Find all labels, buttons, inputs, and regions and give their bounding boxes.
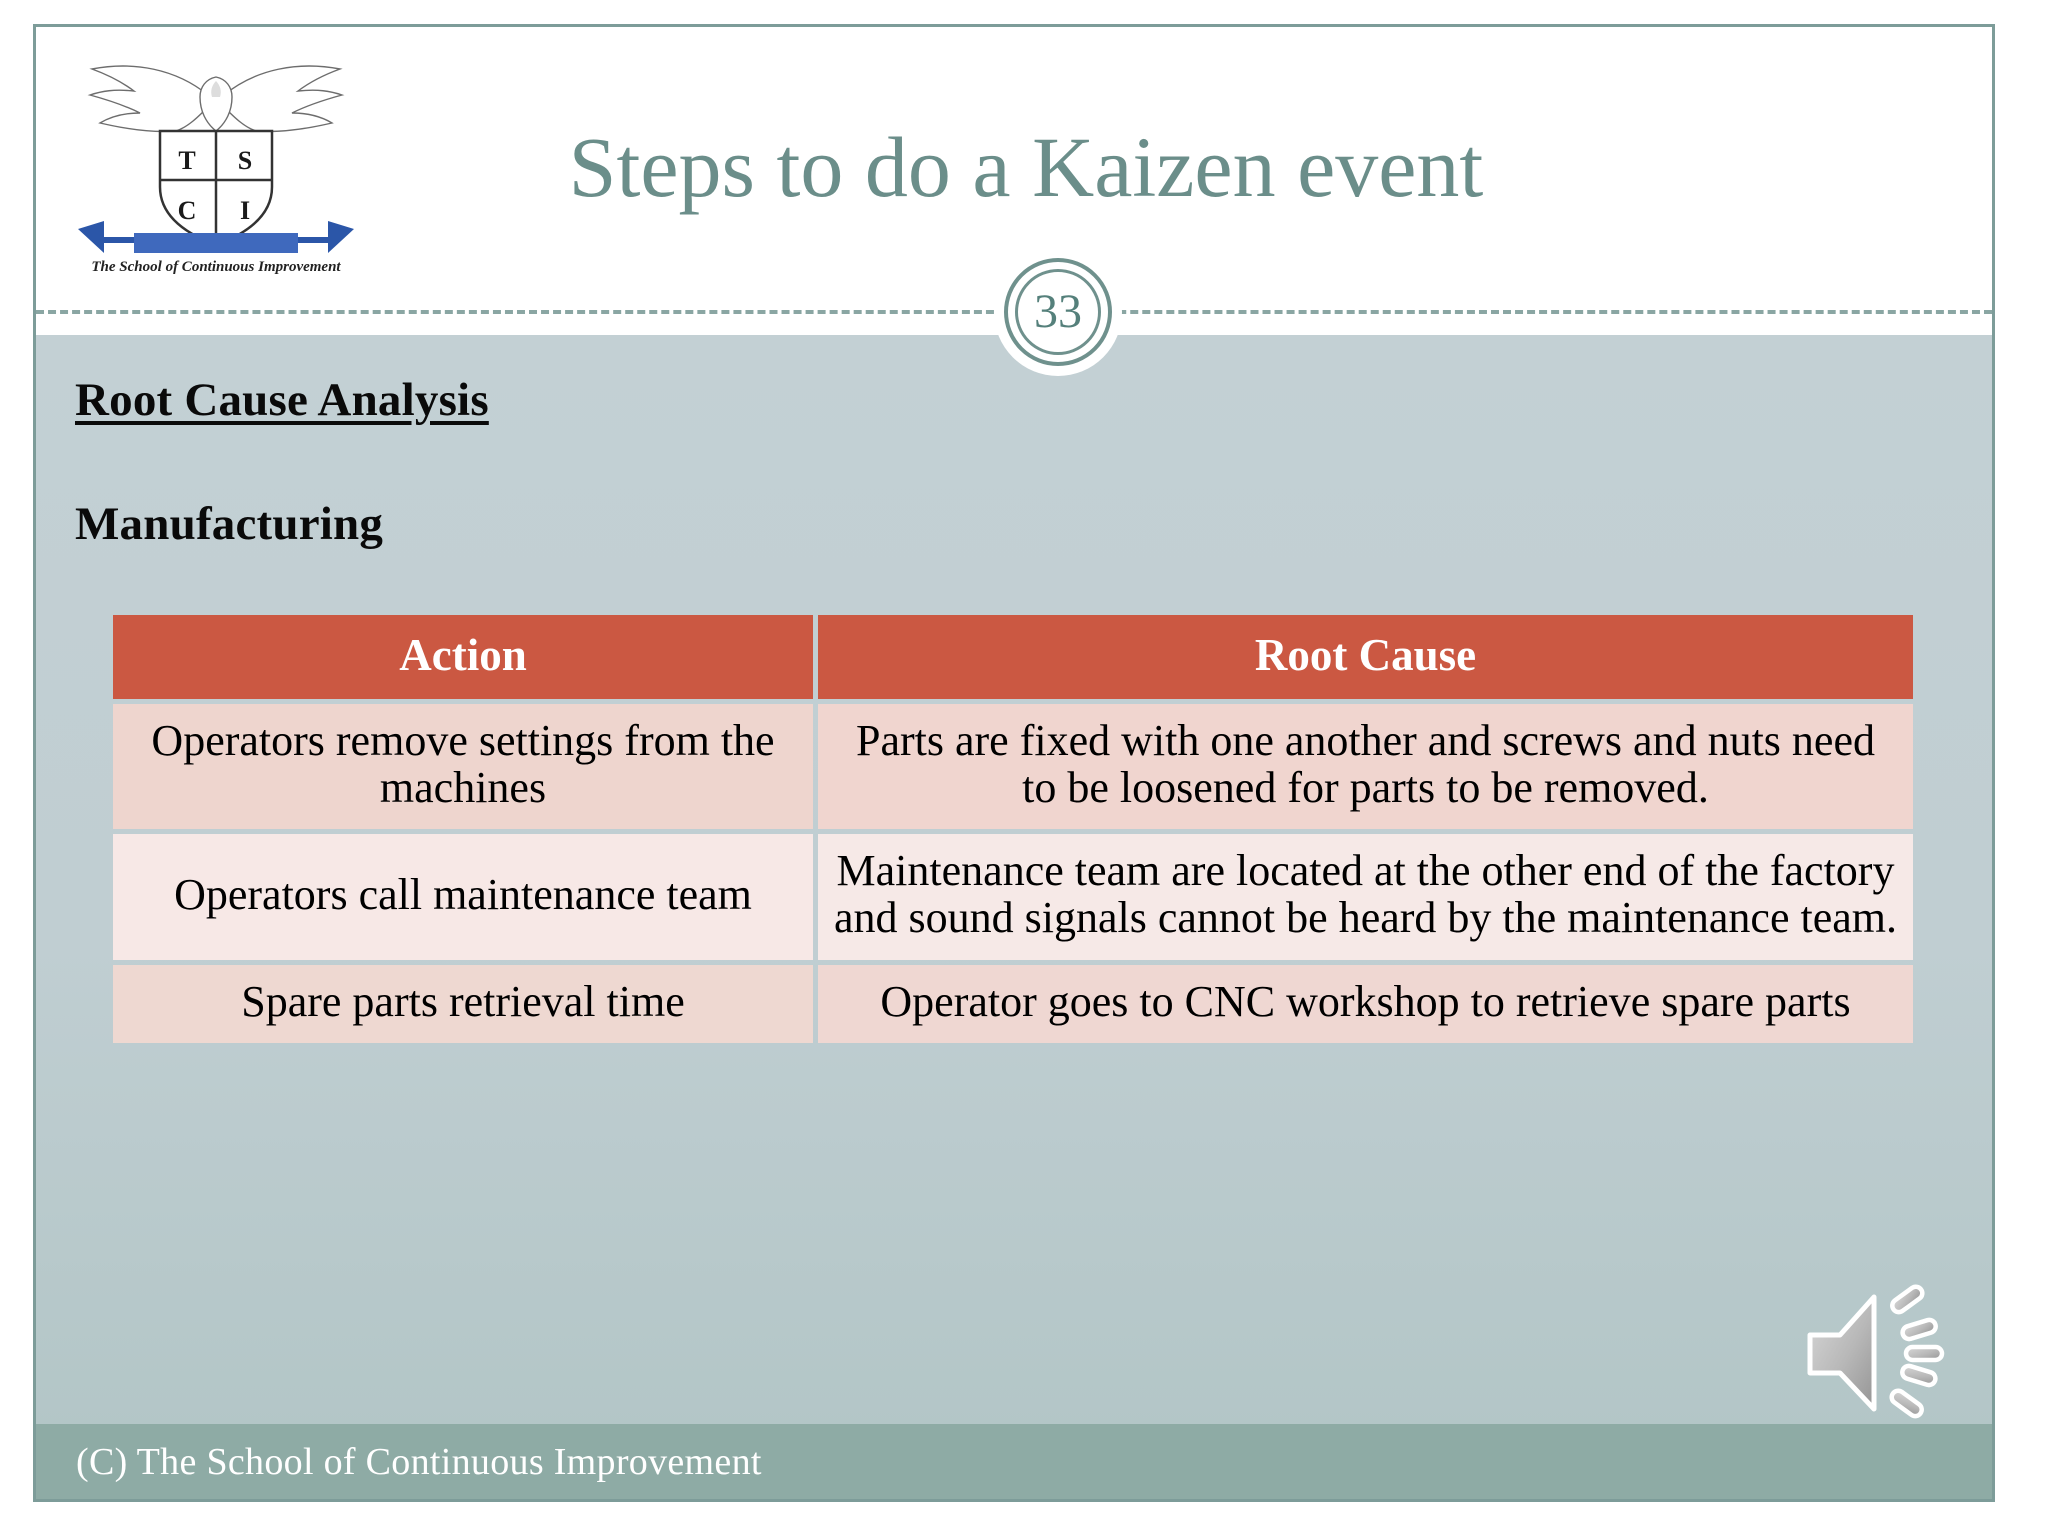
logo-caption-text: The School of Continuous Improvement [91, 259, 341, 275]
cell-action: Operators call maintenance team [113, 834, 813, 960]
footer-copyright: (C) The School of Continuous Improvement [76, 1440, 762, 1483]
cell-root-cause: Maintenance team are located at the othe… [818, 834, 1913, 960]
slide-body: Root Cause Analysis Manufacturing Action… [36, 335, 1992, 1430]
cell-root-cause: Operator goes to CNC workshop to retriev… [818, 964, 1913, 1044]
presentation-slide: T S C I The School of Continuous Improve… [33, 24, 1995, 1502]
section-subheading: Manufacturing [75, 498, 384, 550]
table-row: Operators remove settings from the machi… [113, 704, 1913, 830]
slide-footer: (C) The School of Continuous Improvement [36, 1424, 1992, 1499]
svg-text:I: I [240, 196, 250, 225]
svg-text:S: S [238, 146, 252, 175]
column-header-root-cause: Root Cause [818, 615, 1913, 699]
speaker-icon[interactable] [1796, 1277, 1966, 1427]
svg-text:C: C [178, 196, 197, 225]
page-title: Steps to do a Kaizen event [568, 119, 1484, 215]
school-crest-logo: T S C I The School of Continuous Improve… [56, 47, 376, 277]
cell-action: Spare parts retrieval time [113, 964, 813, 1044]
page-number: 33 [1034, 285, 1082, 338]
cell-action: Operators remove settings from the machi… [113, 704, 813, 830]
cell-root-cause: Parts are fixed with one another and scr… [818, 704, 1913, 830]
page-badge-inner-ring [1015, 269, 1101, 355]
table-row: Operators call maintenance team Maintena… [113, 834, 1913, 960]
table-row: Spare parts retrieval time Operator goes… [113, 964, 1913, 1044]
page-number-badge: 33 [1004, 258, 1112, 366]
section-heading: Root Cause Analysis [75, 374, 489, 426]
column-header-action: Action [113, 615, 813, 699]
svg-text:T: T [178, 146, 195, 175]
root-cause-table: Action Root Cause Operators remove setti… [108, 610, 1918, 1048]
table-header-row: Action Root Cause [113, 615, 1913, 699]
